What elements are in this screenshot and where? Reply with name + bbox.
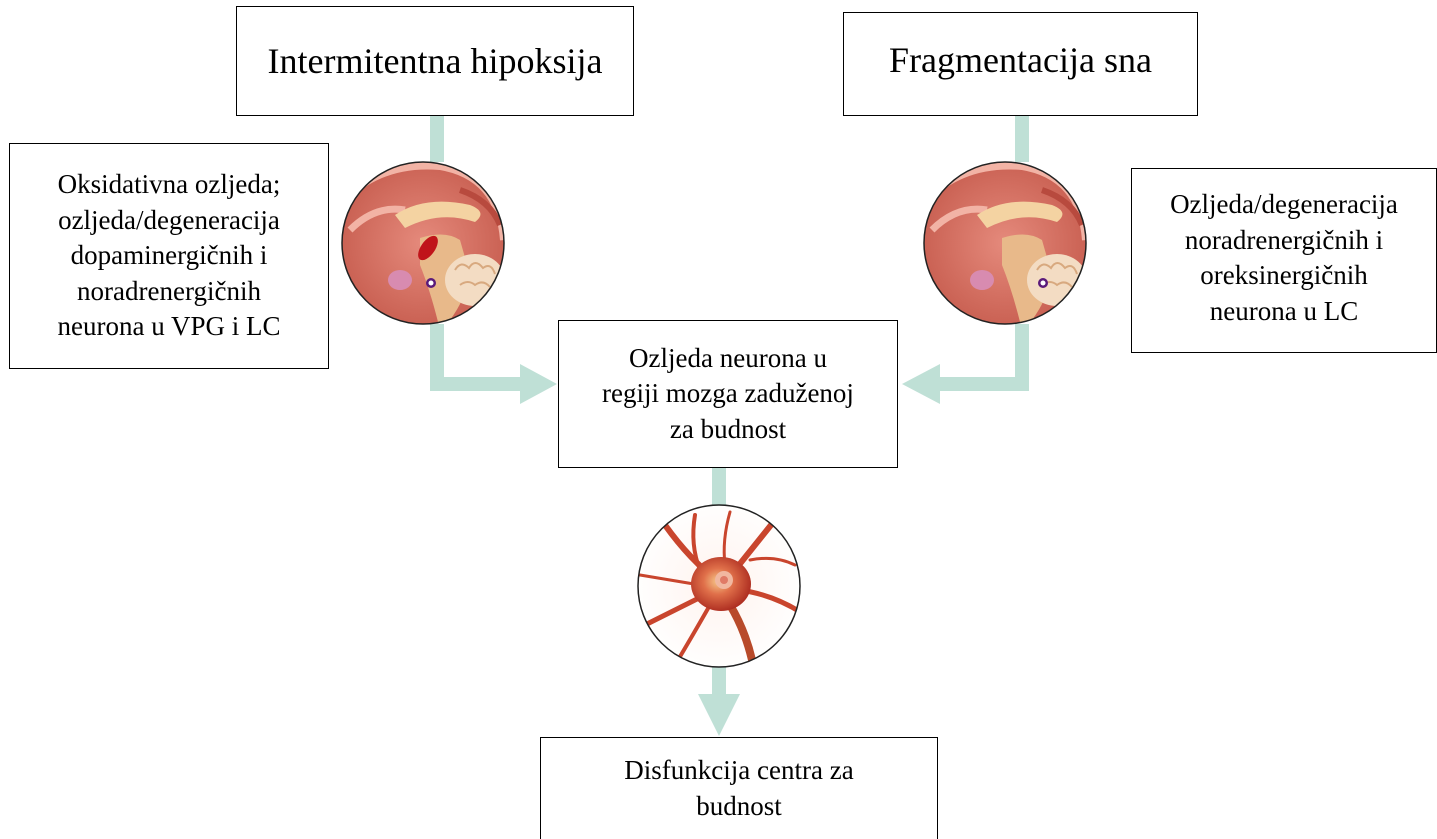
node-oxidative-injury-label: Oksidativna ozljeda; ozljeda/degeneracij… [58,167,281,345]
node-neuron-injury-wake-region-label: Ozljeda neurona u regiji mozga zaduženoj… [602,341,854,448]
node-oxidative-injury: Oksidativna ozljeda; ozljeda/degeneracij… [9,143,329,369]
node-wake-center-dysfunction: Disfunkcija centra za budnost [540,737,938,839]
brain-sagittal-right-icon [924,162,1087,324]
arrow-neuron-to-bottom [698,666,740,736]
node-sleep-fragmentation: Fragmentacija sna [843,12,1198,116]
node-degeneration-lc: Ozljeda/degeneracija noradrenergičnih i … [1131,168,1437,353]
node-wake-center-dysfunction-label: Disfunkcija centra za budnost [624,753,853,824]
node-degeneration-lc-label: Ozljeda/degeneracija noradrenergičnih i … [1170,187,1398,330]
arrow-center-to-neuron [712,468,726,506]
node-intermittent-hypoxia-label: Intermitentna hipoksija [268,38,603,85]
node-neuron-injury-wake-region: Ozljeda neurona u regiji mozga zaduženoj… [558,320,898,468]
node-sleep-fragmentation-label: Fragmentacija sna [889,37,1152,84]
neuron-icon [638,505,805,667]
brain-sagittal-left-icon [342,162,505,324]
node-intermittent-hypoxia: Intermitentna hipoksija [236,6,634,116]
